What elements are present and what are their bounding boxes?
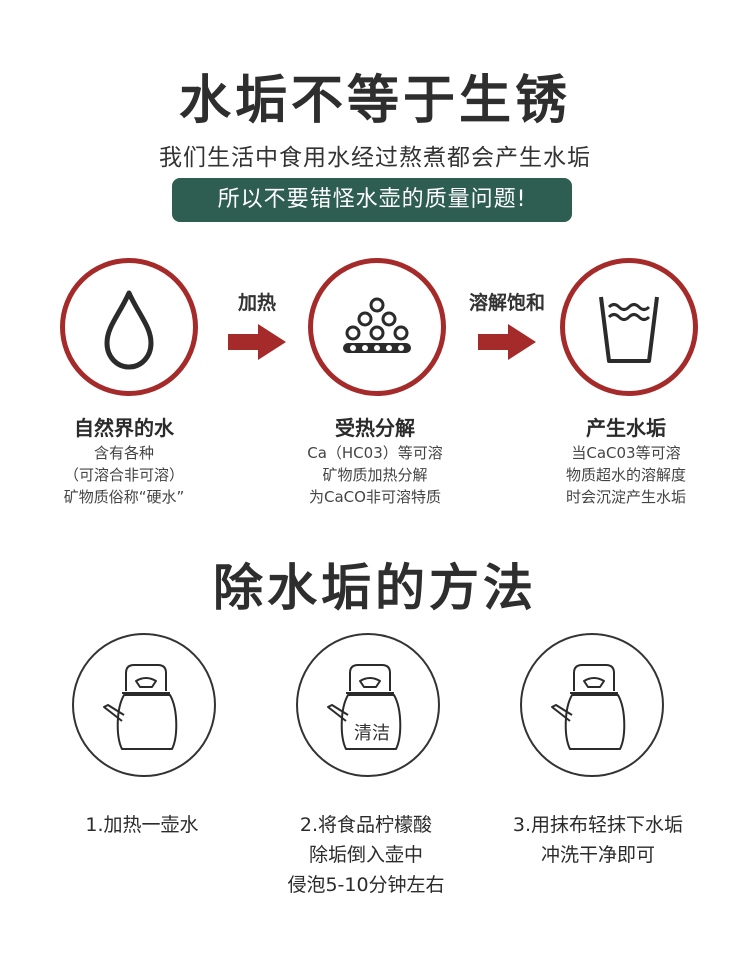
method-step: 1.加热一壶水	[85, 814, 199, 836]
step-title: 自然界的水	[74, 416, 174, 440]
minerals-icon	[343, 297, 411, 353]
kettle-icon	[103, 664, 178, 750]
arrow-right-icon	[478, 324, 536, 360]
methods-title: 除水垢的方法	[213, 559, 537, 617]
kettle-label: 清洁	[354, 723, 390, 744]
arrow-label-heat: 加热	[237, 292, 276, 314]
step-title: 产生水垢	[586, 416, 666, 440]
page-title: 水垢不等于生锈	[178, 71, 571, 131]
method-step: 3.用抹布轻抹下水垢 冲洗干净即可	[512, 814, 684, 866]
step-description: Ca（HC03）等可溶 矿物质加热分解 为CaCO非可溶特质	[307, 444, 443, 506]
arrow-label-saturation: 溶解饱和	[468, 292, 545, 314]
step-description: 当CaC03等可溶 物质超水的溶解度 时会沉淀产生水垢	[565, 444, 686, 506]
arrow-right-icon	[228, 324, 286, 360]
page-subtitle: 我们生活中食用水经过熬煮都会产生水垢	[159, 145, 591, 171]
kettle-icon	[551, 664, 626, 750]
water-drop-icon	[104, 290, 154, 370]
mineral-circle	[308, 258, 446, 396]
cup-circle	[560, 258, 698, 396]
kettle-circle: 清洁	[296, 633, 440, 777]
kettle-icon	[327, 664, 402, 750]
kettle-circle	[72, 633, 216, 777]
kettle-circle	[520, 633, 664, 777]
banner: 所以不要错怪水壶的质量问题!	[172, 178, 572, 222]
method-step: 2.将食品柠檬酸 除垢倒入壶中 侵泡5-10分钟左右	[287, 814, 445, 896]
step-description: 含有各种 （可溶合非可溶） 矿物质俗称“硬水”	[63, 444, 185, 506]
step-title: 受热分解	[335, 416, 415, 440]
water-cup-icon	[599, 296, 659, 363]
water-drop-circle	[60, 258, 198, 396]
